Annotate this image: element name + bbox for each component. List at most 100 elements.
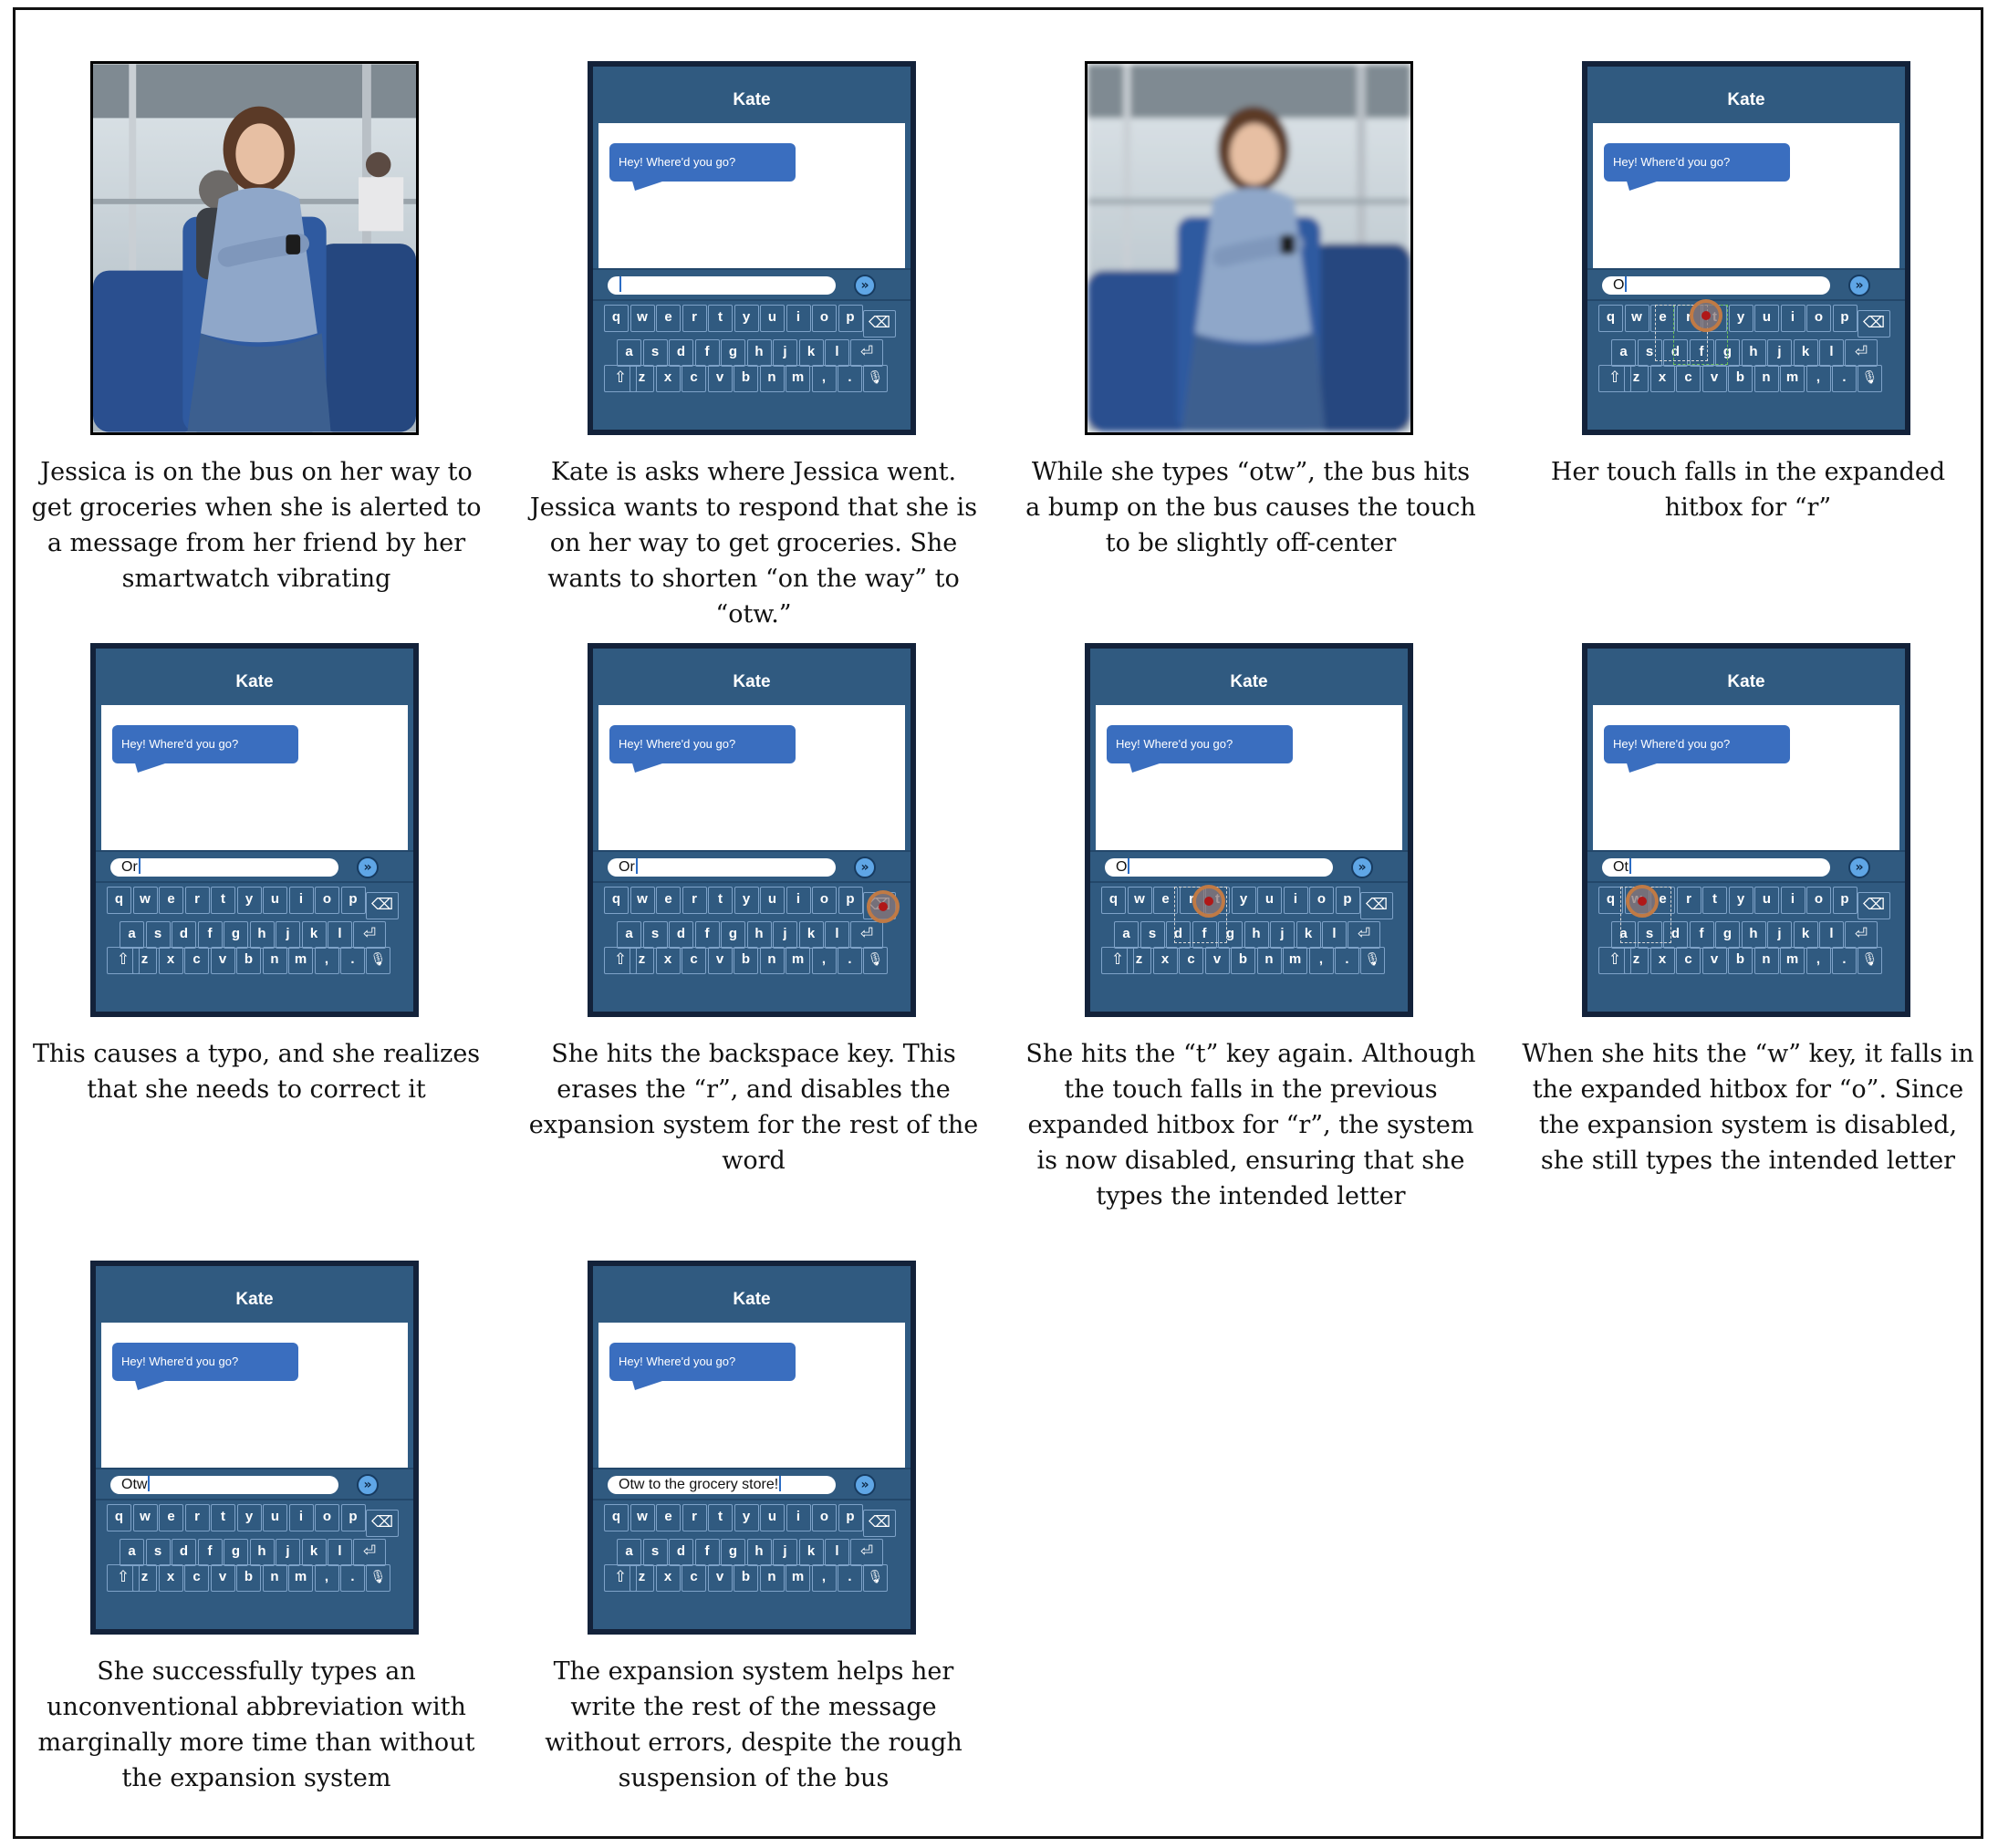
shift-key[interactable]: ⇧ bbox=[1598, 365, 1631, 392]
key-q[interactable]: q bbox=[107, 1504, 131, 1531]
key-o[interactable]: o bbox=[812, 305, 837, 332]
key-period[interactable]: . bbox=[340, 947, 365, 974]
key-r[interactable]: r bbox=[682, 305, 707, 332]
message-input[interactable]: Otw to the grocery store! bbox=[608, 1476, 836, 1494]
key-n[interactable]: n bbox=[1256, 947, 1282, 974]
key-t[interactable]: t bbox=[708, 305, 733, 332]
key-r[interactable]: r bbox=[682, 1504, 707, 1531]
key-u[interactable]: u bbox=[1257, 887, 1282, 914]
key-q[interactable]: q bbox=[1598, 305, 1623, 332]
enter-key[interactable]: ⏎ bbox=[1845, 339, 1878, 367]
key-j[interactable]: j bbox=[773, 1539, 797, 1566]
key-v[interactable]: v bbox=[707, 1564, 733, 1592]
key-l[interactable]: l bbox=[825, 921, 849, 949]
key-u[interactable]: u bbox=[760, 1504, 785, 1531]
key-v[interactable]: v bbox=[210, 947, 235, 974]
key-p[interactable]: p bbox=[340, 887, 366, 914]
key-i[interactable]: i bbox=[1283, 887, 1308, 914]
key-a[interactable]: a bbox=[1611, 339, 1636, 367]
key-n[interactable]: n bbox=[262, 947, 287, 974]
key-j[interactable]: j bbox=[1270, 921, 1295, 949]
key-j[interactable]: j bbox=[276, 1539, 300, 1566]
key-s[interactable]: s bbox=[642, 921, 668, 949]
key-h[interactable]: h bbox=[1741, 921, 1766, 949]
key-t[interactable]: t bbox=[211, 1504, 235, 1531]
key-c[interactable]: c bbox=[1676, 365, 1701, 392]
key-w[interactable]: w bbox=[132, 887, 158, 914]
key-d[interactable]: d bbox=[669, 1539, 693, 1566]
key-q[interactable]: q bbox=[1101, 887, 1126, 914]
key-n[interactable]: n bbox=[759, 1564, 785, 1592]
key-b[interactable]: b bbox=[1231, 947, 1255, 974]
key-comma[interactable]: , bbox=[1308, 947, 1334, 974]
key-k[interactable]: k bbox=[798, 339, 824, 367]
key-k[interactable]: k bbox=[798, 1539, 824, 1566]
key-comma[interactable]: , bbox=[314, 947, 339, 974]
key-b[interactable]: b bbox=[734, 365, 758, 392]
key-v[interactable]: v bbox=[210, 1564, 235, 1592]
key-q[interactable]: q bbox=[604, 887, 629, 914]
key-c[interactable]: c bbox=[1179, 947, 1203, 974]
key-period[interactable]: . bbox=[340, 1564, 365, 1592]
backspace-key[interactable]: ⌫ bbox=[863, 310, 896, 337]
key-l[interactable]: l bbox=[825, 339, 849, 367]
key-r[interactable]: r bbox=[184, 887, 210, 914]
key-a[interactable]: a bbox=[120, 921, 144, 949]
key-q[interactable]: q bbox=[604, 305, 629, 332]
mic-key[interactable]: 🎙 bbox=[863, 365, 888, 392]
key-b[interactable]: b bbox=[734, 947, 758, 974]
key-u[interactable]: u bbox=[263, 887, 287, 914]
key-o[interactable]: o bbox=[812, 1504, 837, 1531]
key-m[interactable]: m bbox=[288, 947, 313, 974]
key-q[interactable]: q bbox=[604, 1504, 629, 1531]
key-a[interactable]: a bbox=[1114, 921, 1139, 949]
key-f[interactable]: f bbox=[694, 1539, 720, 1566]
key-u[interactable]: u bbox=[760, 887, 785, 914]
key-g[interactable]: g bbox=[721, 1539, 745, 1566]
key-i[interactable]: i bbox=[288, 1504, 314, 1531]
key-b[interactable]: b bbox=[1728, 365, 1753, 392]
key-e[interactable]: e bbox=[1153, 887, 1178, 914]
key-comma[interactable]: , bbox=[314, 1564, 339, 1592]
key-i[interactable]: i bbox=[1780, 887, 1805, 914]
key-g[interactable]: g bbox=[224, 1539, 248, 1566]
key-y[interactable]: y bbox=[236, 1504, 262, 1531]
key-u[interactable]: u bbox=[263, 1504, 287, 1531]
key-g[interactable]: g bbox=[721, 921, 745, 949]
key-n[interactable]: n bbox=[759, 947, 785, 974]
key-x[interactable]: x bbox=[1152, 947, 1178, 974]
send-icon[interactable]: » bbox=[854, 857, 876, 878]
mic-key[interactable]: 🎙 bbox=[366, 947, 390, 974]
key-z[interactable]: z bbox=[132, 947, 157, 974]
key-t[interactable]: t bbox=[708, 1504, 733, 1531]
key-m[interactable]: m bbox=[786, 947, 810, 974]
enter-key[interactable]: ⏎ bbox=[850, 339, 883, 367]
key-w[interactable]: w bbox=[630, 305, 655, 332]
shift-key[interactable]: ⇧ bbox=[604, 365, 637, 392]
key-d[interactable]: d bbox=[1663, 339, 1688, 367]
key-d[interactable]: d bbox=[1663, 921, 1688, 949]
mic-key[interactable]: 🎙 bbox=[1858, 365, 1882, 392]
key-x[interactable]: x bbox=[1649, 365, 1675, 392]
key-l[interactable]: l bbox=[825, 1539, 849, 1566]
key-r[interactable]: r bbox=[184, 1504, 210, 1531]
key-o[interactable]: o bbox=[1309, 887, 1334, 914]
message-input[interactable]: Otw bbox=[110, 1476, 338, 1494]
message-input[interactable]: O bbox=[1602, 276, 1830, 295]
key-m[interactable]: m bbox=[1283, 947, 1307, 974]
key-g[interactable]: g bbox=[1715, 921, 1740, 949]
enter-key[interactable]: ⏎ bbox=[353, 1539, 386, 1566]
mic-key[interactable]: 🎙 bbox=[863, 1564, 888, 1592]
key-h[interactable]: h bbox=[746, 339, 772, 367]
key-x[interactable]: x bbox=[655, 947, 681, 974]
key-s[interactable]: s bbox=[642, 339, 668, 367]
enter-key[interactable]: ⏎ bbox=[1348, 921, 1380, 949]
enter-key[interactable]: ⏎ bbox=[850, 1539, 883, 1566]
backspace-key[interactable]: ⌫ bbox=[863, 1510, 896, 1537]
key-c[interactable]: c bbox=[1676, 947, 1701, 974]
key-v[interactable]: v bbox=[707, 365, 733, 392]
key-r[interactable]: r bbox=[682, 887, 707, 914]
key-a[interactable]: a bbox=[120, 1539, 144, 1566]
mic-key[interactable]: 🎙 bbox=[863, 947, 888, 974]
shift-key[interactable]: ⇧ bbox=[604, 1564, 637, 1592]
